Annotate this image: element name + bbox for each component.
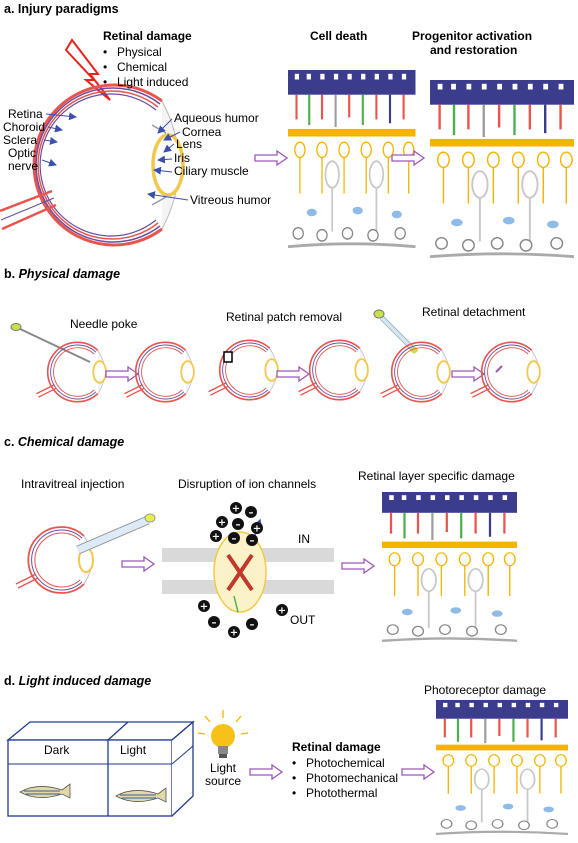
cell-death-title: Cell death [310,29,368,43]
retinal-damage-title: Retinal damage [103,29,192,43]
svg-text:–: – [249,508,254,519]
svg-text:+: + [253,524,261,535]
label-aqueous-humor: Aqueous humor [174,111,259,125]
light-bulb-icon [197,710,249,758]
light-label: Light [120,743,147,757]
list-item: Photomechanical [292,771,398,786]
injection-label: Intravitreal injection [21,477,125,491]
svg-text:+: + [200,602,208,613]
svg-text:–: – [250,620,255,631]
light-source-line1: Light [209,761,237,775]
in-label: IN [298,532,310,546]
label-cornea: Cornea [182,125,222,139]
progenitor-title-line1: Progenitor activation [412,29,533,43]
label-choroid: Choroid [3,120,46,134]
section-a-title: a. Injury paradigms [4,2,119,16]
svg-text:–: – [232,534,237,545]
dark-label: Dark [44,743,70,757]
layer-damage-label: Retinal layer specific damage [358,469,515,483]
list-item: Light induced [103,75,188,90]
svg-text:–: – [212,618,217,629]
disruption-label: Disruption of ion channels [178,477,317,491]
retinal-damage-list: Physical Chemical Light induced [103,45,188,90]
light-source-line2: source [204,774,242,788]
label-retina: Retina [8,107,43,121]
zebrafish-icon [115,787,167,803]
fish-tank-illustration [6,720,195,817]
svg-text:–: – [236,520,241,531]
photoreceptor-damage-label: Photoreceptor damage [424,683,547,697]
out-label: OUT [290,613,316,627]
detachment-label: Retinal detachment [422,305,526,319]
svg-text:+: + [278,606,286,617]
svg-text:+: + [232,504,240,515]
eye-illustration [0,83,185,247]
label-ciliary-muscle: Ciliary muscle [174,164,249,178]
label-nerve: nerve [8,159,39,173]
retina-layer-damage [380,490,519,643]
section-b-title: b. Physical damage [4,268,120,281]
label-optic: Optic [8,146,37,160]
section-d-title: d. Light induced damage [4,675,151,688]
light-damage-list: Photochemical Photomechanical Phototherm… [292,756,398,801]
label-sclera: Sclera [3,133,38,147]
detachment-illustration [373,309,541,403]
section-c-prefix: c. [4,435,18,449]
progenitor-title-line2: and restoration [430,43,518,57]
retina-photoreceptor-damage [434,698,570,836]
section-b-name: Physical damage [18,267,121,281]
section-d-name: Light induced damage [18,674,152,688]
intravitreal-injection-illustration [15,513,156,594]
list-item: Physical [103,45,188,60]
patch-removal-label: Retinal patch removal [226,310,343,324]
label-iris: Iris [174,151,190,165]
list-item: Photochemical [292,756,398,771]
svg-text:+: + [212,532,220,543]
light-retinal-damage-title: Retinal damage [292,740,381,754]
section-c-title: c. Chemical damage [4,436,124,449]
label-lens: Lens [176,137,203,151]
section-c-name: Chemical damage [17,435,125,449]
section-b-prefix: b. [4,267,19,281]
retina-restored [428,78,576,259]
needle-poke-label: Needle poke [70,317,138,331]
svg-text:–: – [250,536,255,547]
svg-text:+: + [230,628,238,639]
zebrafish-icon [19,783,71,799]
patch-removal-illustration [207,339,369,401]
label-vitreous-humor: Vitreous humor [190,193,272,207]
ion-channel-illustration: +– +– ++ –– +– +– + [162,502,375,639]
svg-text:+: + [218,518,226,529]
list-item: Photothermal [292,786,398,801]
needle-poke-illustration [10,323,195,403]
list-item: Chemical [103,60,188,75]
section-d-prefix: d. [4,674,19,688]
